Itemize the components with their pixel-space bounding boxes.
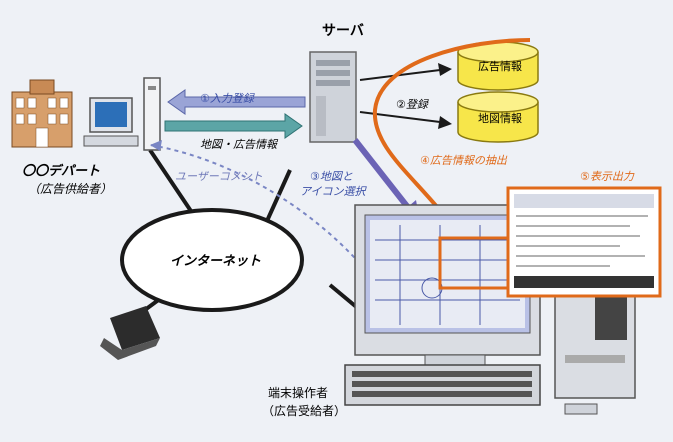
dept-store-label: 〇〇デパート (22, 164, 101, 179)
dept-store-sub-label: （広告供給者） (28, 182, 113, 196)
map-ad-info-label: 地図・広告情報 (200, 138, 277, 151)
ad-info-store-label: 広告情報 (478, 60, 522, 73)
database-icon (457, 41, 539, 143)
operator-label: 端末操作者 (268, 386, 329, 400)
map-icon-select-arrow (352, 138, 413, 212)
user-comment-label: ユーザーコメント (175, 170, 263, 183)
step3-label-line2: アイコン選択 (300, 185, 366, 198)
laptop-icon (100, 306, 160, 360)
user-comment-arrowhead (150, 140, 162, 151)
step3-label-line1: ③地図と (310, 170, 353, 183)
internet-cloud (120, 208, 304, 312)
arrows-dept-server (164, 89, 306, 139)
server-label: サーバ (322, 23, 364, 39)
step5-label: ⑤表示出力 (580, 170, 634, 183)
internet-label: インターネット (170, 254, 262, 269)
tower-pc-icon (554, 279, 636, 415)
operator-sub-label: （広告受給者） (262, 404, 347, 418)
building-icon (11, 79, 73, 148)
step4-label: ④広告情報の抽出 (420, 154, 507, 167)
ad-extraction-path (372, 38, 531, 232)
step1-label: ①入力登録 (200, 92, 254, 105)
server-icon (309, 51, 357, 143)
display-output-window (506, 186, 662, 298)
keyboard-icon (344, 364, 541, 406)
step2-label: ②登録 (396, 98, 428, 111)
computer-icon (83, 77, 161, 151)
map-info-store-label: 地図情報 (478, 112, 522, 125)
